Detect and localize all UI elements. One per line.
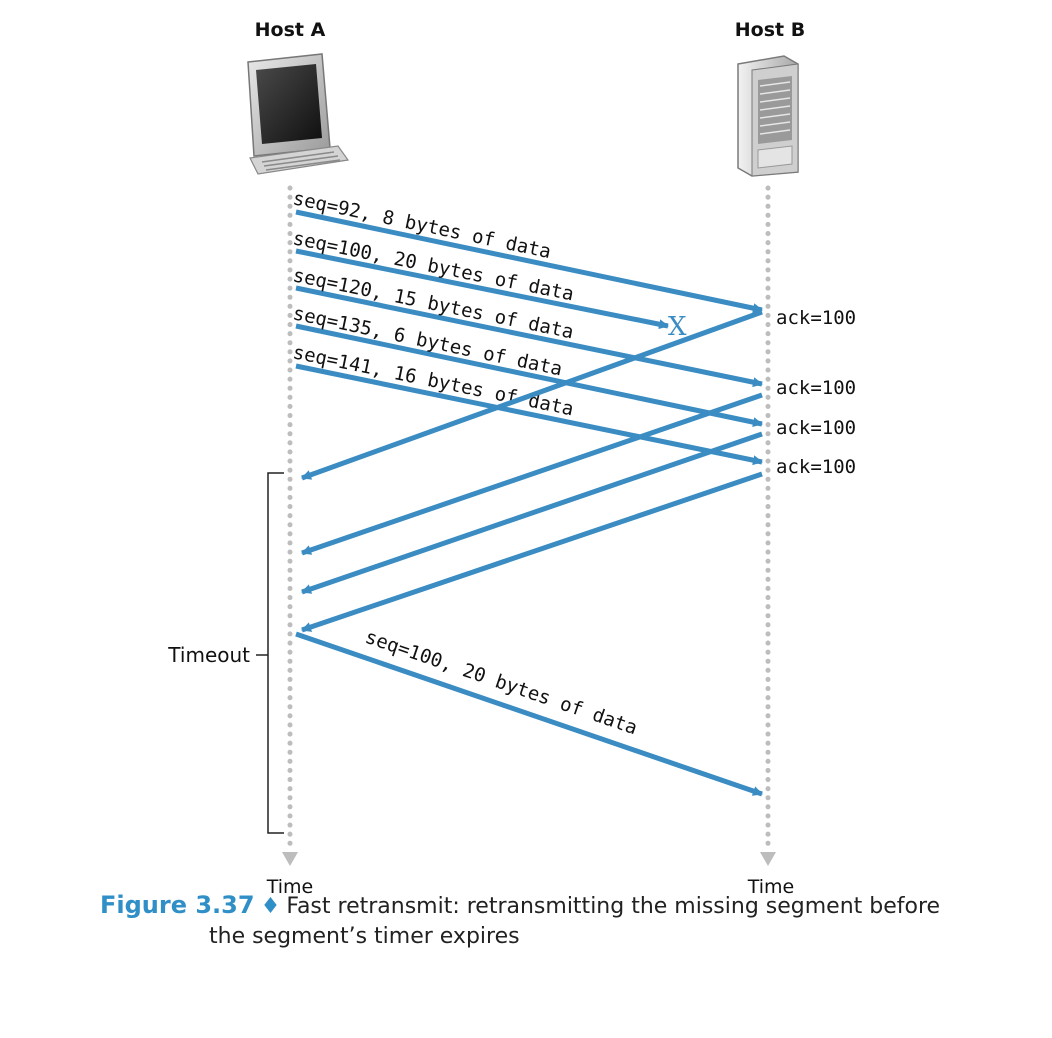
- message-arrow: [295, 248, 669, 330]
- ack-1: ack=100: [301, 307, 856, 481]
- ack-arrow: [301, 392, 763, 556]
- host-a-time-label: Time: [266, 876, 314, 898]
- ack-3: ack=100: [301, 417, 856, 595]
- ack-label: ack=100: [776, 377, 856, 399]
- caption-line-2: the segment’s timer expires: [209, 924, 520, 949]
- caption-line-1: Fast retransmit: retransmitting the miss…: [286, 894, 941, 919]
- host-a-label: Host A: [255, 19, 326, 41]
- caption-separator: ♦: [260, 894, 281, 919]
- message-arrow: [295, 323, 763, 428]
- ack-label: ack=100: [776, 456, 856, 478]
- retransmission-label: seq=100, 20 bytes of data: [362, 626, 640, 739]
- timeout-label: Timeout: [167, 643, 250, 667]
- figure-caption: Figure 3.37♦Fast retransmit: retransmitt…: [100, 890, 1000, 952]
- figure-number: Figure 3.37: [100, 891, 255, 919]
- retransmission-arrow: [295, 631, 763, 797]
- ack-label: ack=100: [776, 307, 856, 329]
- ack-2: ack=100: [301, 377, 856, 556]
- ack-arrow: [301, 471, 763, 633]
- host-b-time-label: Time: [747, 876, 795, 898]
- ack-label: ack=100: [776, 417, 856, 439]
- loss-mark: X: [668, 312, 687, 342]
- host-b-label: Host B: [735, 19, 805, 41]
- server-tower-icon: [737, 55, 799, 177]
- desktop-computer-icon: [247, 53, 350, 175]
- host-a-time-arrowhead: [282, 852, 298, 866]
- message-arrow: [295, 363, 763, 466]
- host-b-time-arrowhead: [760, 852, 776, 866]
- ack-arrow: [301, 431, 763, 595]
- ack-arrow: [301, 309, 763, 481]
- message-arrow: [295, 209, 763, 314]
- retransmission-seq-100: seq=100, 20 bytes of data: [295, 626, 763, 797]
- message-arrow: [295, 285, 763, 388]
- ack-4: ack=100: [301, 456, 856, 633]
- timeout-bracket: [267, 472, 284, 834]
